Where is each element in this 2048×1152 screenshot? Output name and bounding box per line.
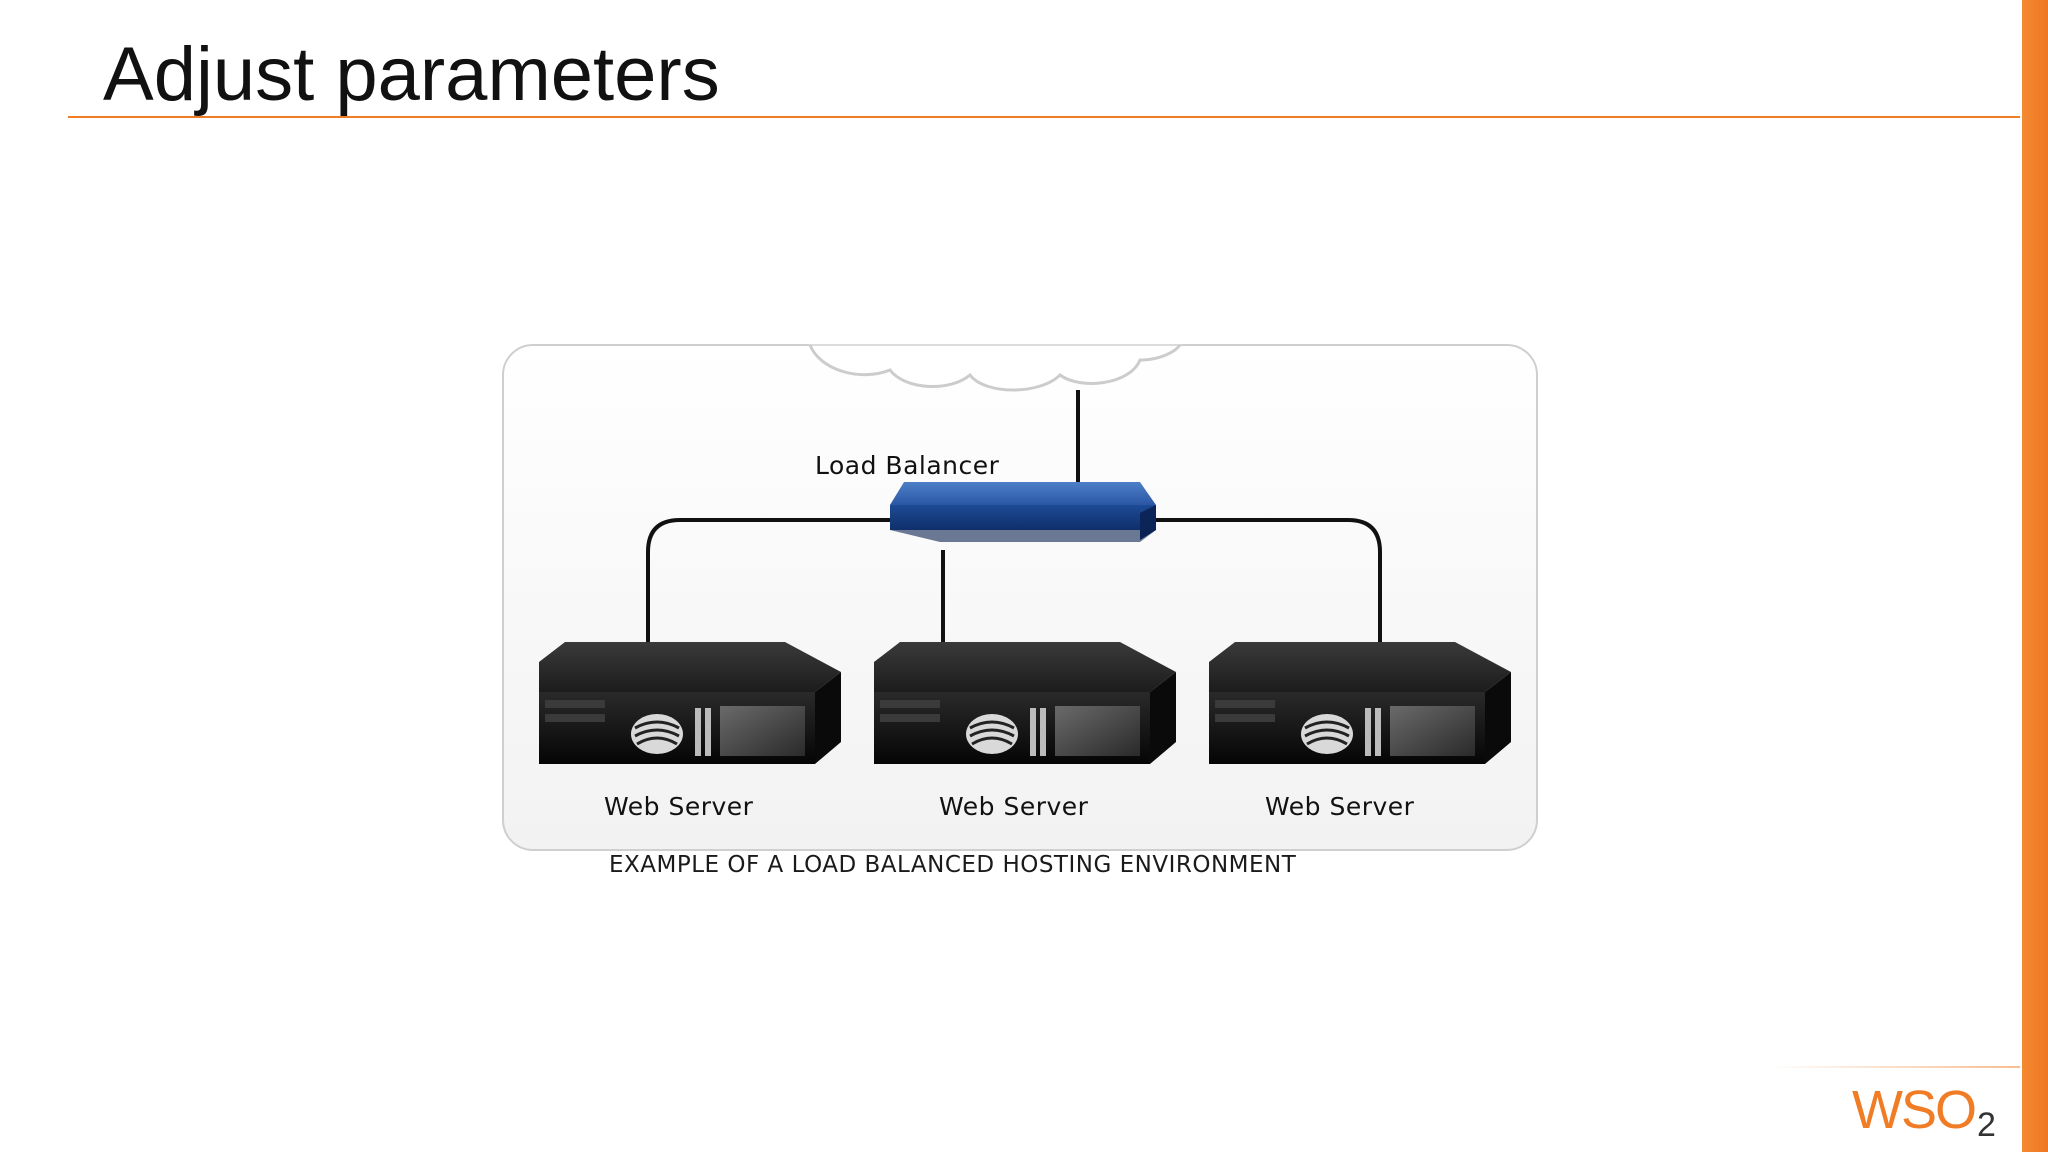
logo-text: WSO [1852, 1080, 1977, 1140]
diagram-graphic [502, 344, 1538, 851]
side-accent-bar [2022, 0, 2048, 1152]
wso2-logo: WSO2 [1852, 1080, 1996, 1152]
logo-subscript: 2 [1977, 1106, 1996, 1144]
title-divider [68, 116, 2020, 118]
load-balancer-label: Load Balancer [815, 451, 1000, 480]
cloud-icon [808, 344, 1182, 392]
slide-title: Adjust parameters [103, 32, 720, 117]
load-balancer-diagram: Load Balancer Web Server Web Server Web … [480, 330, 1560, 890]
footer-divider [1770, 1066, 2020, 1068]
network-links [646, 390, 1382, 650]
server-rack-icon [539, 642, 841, 764]
server-rack-icon [874, 642, 1176, 764]
web-server-label: Web Server [1265, 792, 1415, 821]
load-balancer-device-icon [890, 482, 1156, 542]
web-server-label: Web Server [939, 792, 1089, 821]
diagram-caption: EXAMPLE OF A LOAD BALANCED HOSTING ENVIR… [609, 852, 1297, 878]
server-rack-icon [1209, 642, 1511, 764]
web-server-label: Web Server [604, 792, 754, 821]
